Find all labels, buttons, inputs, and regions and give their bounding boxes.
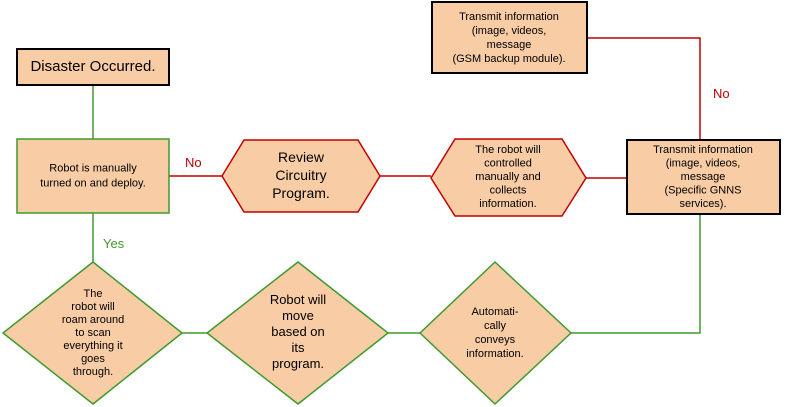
label-line: Automati- bbox=[471, 306, 518, 318]
label-line: everything it bbox=[63, 340, 122, 352]
label-line: through. bbox=[73, 366, 113, 378]
label-line: message bbox=[681, 171, 726, 183]
label-line: turned on and deploy. bbox=[40, 177, 146, 189]
node-disaster-label: Disaster Occurred. bbox=[30, 58, 155, 75]
edge-label-no-right: No bbox=[713, 86, 730, 101]
label-line: services). bbox=[679, 198, 726, 210]
label-line: Transmit information bbox=[653, 144, 753, 156]
edge-gsm-to-transmit-gnns bbox=[587, 37, 701, 140]
label-line: based on bbox=[271, 324, 325, 339]
label-line: robot will bbox=[71, 301, 114, 313]
node-manual-on: Robot is manually turned on and deploy. bbox=[16, 138, 170, 214]
label-line: The robot will bbox=[475, 144, 540, 156]
connectors bbox=[92, 37, 701, 334]
label-line: Robot will bbox=[270, 292, 326, 307]
node-transmit-gnns: Transmit information(image, videos, messa… bbox=[626, 139, 781, 215]
label-line: collects bbox=[490, 184, 527, 196]
edge-label-no-left: No bbox=[185, 155, 202, 170]
label-line: Circuitry bbox=[275, 167, 326, 183]
label-line: its bbox=[292, 340, 306, 355]
node-manual-on-label: Robot is manually turned on and deploy. bbox=[40, 162, 146, 189]
label-line: (image, videos, bbox=[666, 157, 741, 169]
node-transmit-gsm: Transmit information (image, videos, messa… bbox=[431, 1, 588, 74]
node-disaster: Disaster Occurred. bbox=[16, 48, 170, 86]
label-line: to scan bbox=[75, 327, 110, 339]
edge-label-yes: Yes bbox=[103, 236, 125, 251]
label-line: move bbox=[282, 308, 314, 323]
node-auto: Automati-cally conveys information. bbox=[418, 260, 573, 406]
node-transmit-gsm-label: Transmit information (image, videos, messa… bbox=[452, 11, 565, 65]
label-line: program. bbox=[272, 356, 324, 371]
label-line: manually and bbox=[475, 171, 540, 183]
label-line: Disaster Occurred. bbox=[30, 58, 155, 75]
label-line: information. bbox=[479, 198, 536, 210]
edge-auto-to-transmit-gnns bbox=[571, 214, 701, 334]
label-line: conveys bbox=[475, 334, 516, 346]
label-line: Program. bbox=[272, 185, 330, 201]
label-line: (image, videos, bbox=[472, 25, 547, 37]
label-line: Transmit information bbox=[459, 11, 559, 23]
label-line: roam around bbox=[62, 314, 124, 326]
label-line: (Specific GNNS bbox=[664, 184, 741, 196]
label-line: goes bbox=[81, 353, 105, 365]
node-transmit-gnns-label: Transmit information(image, videos, messa… bbox=[653, 144, 753, 210]
label-line: message bbox=[487, 39, 532, 51]
label-line: controlled bbox=[484, 157, 532, 169]
label-line: Review bbox=[278, 149, 325, 165]
label-line: information. bbox=[466, 348, 523, 360]
label-line: cally bbox=[484, 320, 507, 332]
node-auto-label: Automati-cally conveys information. bbox=[466, 306, 523, 360]
label-line: Robot is manually bbox=[49, 162, 137, 174]
label-line: (GSM backup module). bbox=[452, 53, 565, 65]
label-line: The bbox=[84, 288, 103, 300]
